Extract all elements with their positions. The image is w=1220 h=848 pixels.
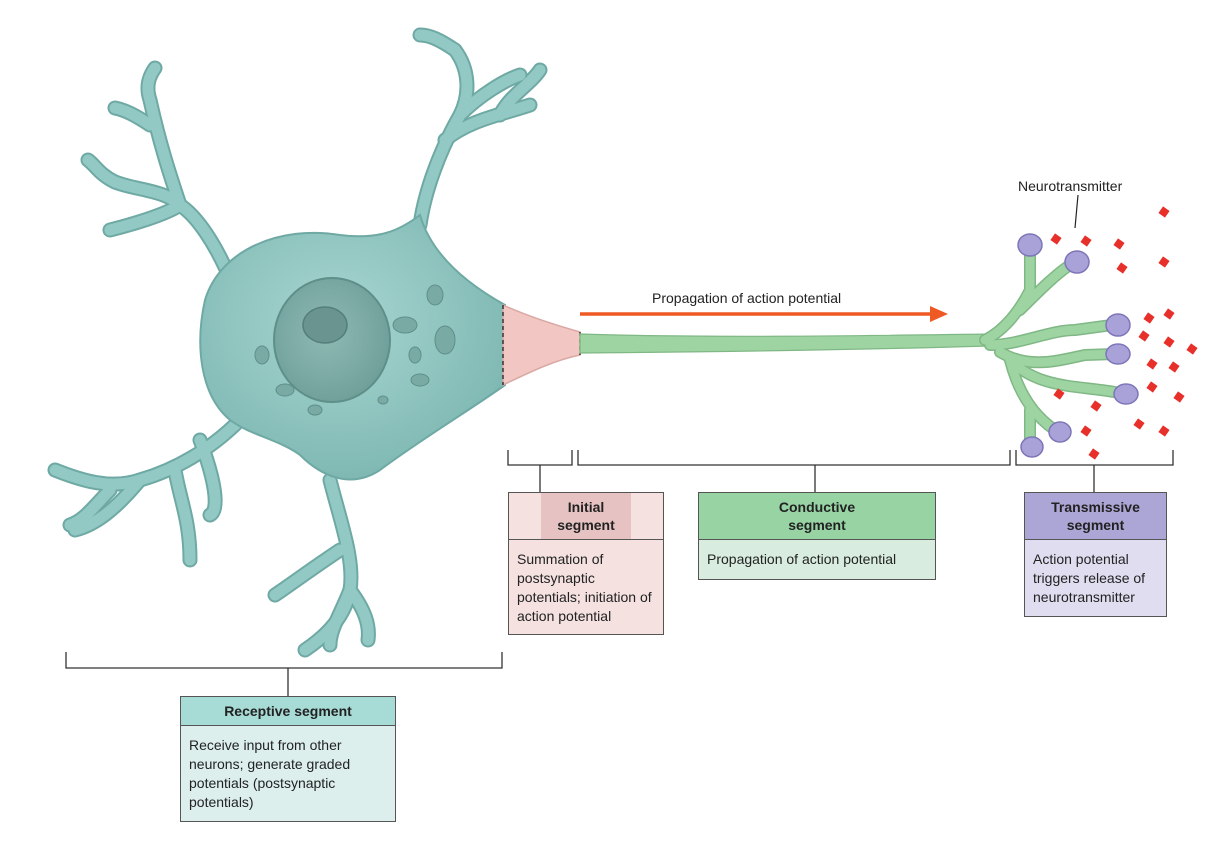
synaptic-terminals: [1017, 233, 1139, 458]
propagation-arrowhead: [930, 306, 948, 322]
conductive-segment-title: Conductive segment: [699, 493, 935, 541]
conductive-segment-box: Conductive segment Propagation of action…: [698, 492, 936, 580]
initial-segment-title: Initial segment: [541, 493, 631, 540]
nucleolus: [302, 306, 348, 344]
initial-segment-box: Initial segment Summation of postsynapti…: [508, 492, 664, 635]
segment-brackets: [65, 450, 1174, 697]
initial-segment-shape: [502, 303, 581, 387]
propagation-label: Propagation of action potential: [652, 290, 842, 306]
neurotransmitter-leader: [1074, 194, 1079, 229]
transmissive-segment-box: Transmissive segment Action potential tr…: [1024, 492, 1167, 617]
organelles: [254, 284, 456, 416]
receptive-segment-box: Receptive segment Receive input from oth…: [180, 696, 396, 822]
initial-segment-description: Summation of postsynaptic potentials; in…: [517, 551, 652, 625]
conductive-segment-description: Propagation of action potential: [707, 551, 897, 568]
neurotransmitter-label: Neurotransmitter: [1018, 178, 1123, 194]
neurotransmitter-particles: [1050, 206, 1198, 460]
transmissive-segment-description: Action potential triggers release of neu…: [1033, 551, 1146, 606]
transmissive-segment-title: Transmissive segment: [1025, 493, 1166, 541]
receptive-segment-title: Receptive segment: [181, 697, 395, 727]
axon: [579, 333, 991, 354]
receptive-segment-description: Receive input from other neurons; genera…: [189, 737, 351, 810]
